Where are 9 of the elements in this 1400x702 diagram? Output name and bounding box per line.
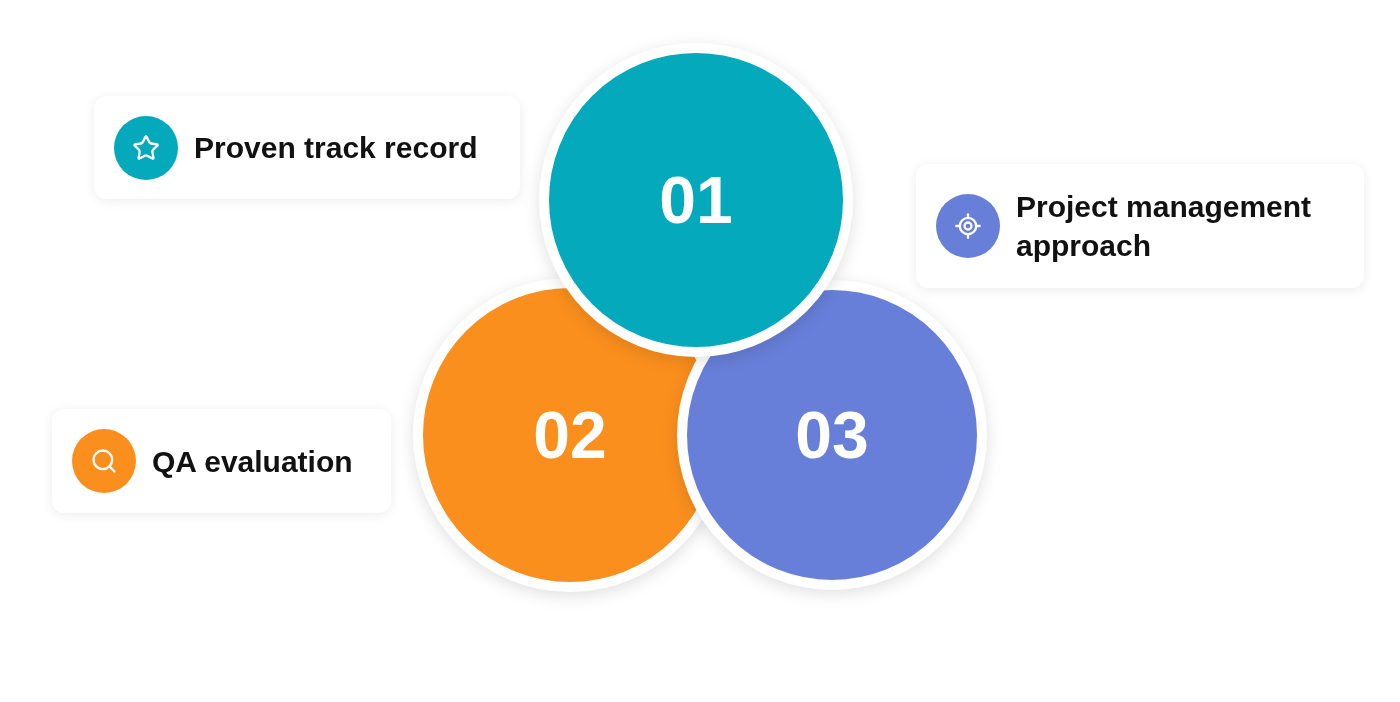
feature-card (916, 164, 1364, 288)
feature-card (52, 409, 391, 513)
step-number: 02 (533, 402, 607, 468)
card-title: QA evaluation (152, 443, 353, 480)
step-number: 03 (795, 402, 869, 468)
step-number: 01 (659, 167, 733, 233)
feature-card (94, 96, 520, 199)
card-title: Proven track record (194, 130, 478, 166)
card-title: Project management approach (1016, 189, 1313, 264)
